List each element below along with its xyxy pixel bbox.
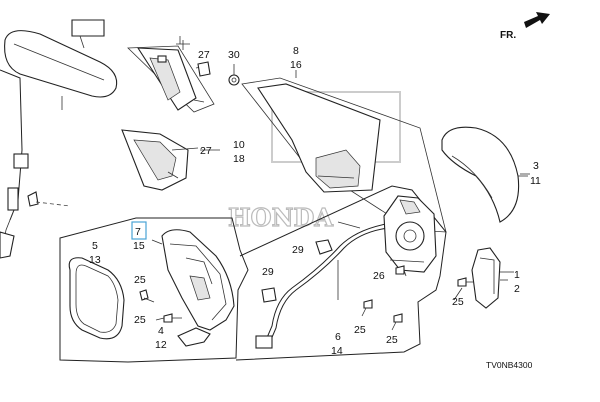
side-turn-light xyxy=(471,247,514,309)
callout-7[interactable]: 7 xyxy=(135,226,141,238)
callout-1[interactable]: 1 xyxy=(514,269,520,281)
callout-3[interactable]: 3 xyxy=(533,160,539,172)
callout-2[interactable]: 2 xyxy=(514,283,520,295)
mirror-skull-cap xyxy=(441,126,528,223)
callout-29-upper[interactable]: 29 xyxy=(292,244,304,256)
inner-garnish xyxy=(241,70,447,233)
callout-29-lower[interactable]: 29 xyxy=(262,266,274,278)
leader-lines xyxy=(143,36,530,331)
mirror-actuator xyxy=(383,195,437,273)
actuator-boundary xyxy=(235,185,447,361)
front-direction-indicator: FR. xyxy=(500,12,550,41)
callout-30[interactable]: 30 xyxy=(228,49,240,61)
callout-18[interactable]: 18 xyxy=(233,153,245,165)
callout-26[interactable]: 26 xyxy=(373,270,385,282)
callout-25-housing-upper[interactable]: 25 xyxy=(134,274,146,286)
callout-14[interactable]: 14 xyxy=(331,345,343,357)
rearview-mirror xyxy=(4,19,118,110)
callout-25-actuator-left[interactable]: 25 xyxy=(354,324,366,336)
wire-harness-left xyxy=(0,69,71,259)
callout-5[interactable]: 5 xyxy=(92,240,98,252)
callout-25-housing-lower[interactable]: 25 xyxy=(134,314,146,326)
callout-4[interactable]: 4 xyxy=(158,325,164,337)
clip-29-upper xyxy=(315,239,333,255)
screw-25-b xyxy=(163,313,182,323)
screw-25-d xyxy=(393,313,403,323)
callout-11[interactable]: 11 xyxy=(530,175,541,187)
selected-part-highlight xyxy=(131,221,147,240)
clip-29-lower xyxy=(261,287,277,303)
callout-25-lamp[interactable]: 25 xyxy=(452,296,464,308)
callout-27-lower[interactable]: 27 xyxy=(200,145,212,157)
mirror-corner-cover-upper xyxy=(127,40,215,113)
callout-8[interactable]: 8 xyxy=(293,45,299,57)
cover-4 xyxy=(177,327,211,347)
mirror-corner-cover-lower xyxy=(121,129,199,191)
watermark-text: HONDA xyxy=(228,203,333,232)
screw-25-e xyxy=(457,277,474,287)
callout-27-upper[interactable]: 27 xyxy=(198,49,210,61)
callout-6[interactable]: 6 xyxy=(335,331,341,343)
callout-labels: 27 30 8 16 10 27 18 3 11 7 15 5 13 29 29… xyxy=(89,45,541,357)
screw-26 xyxy=(395,265,405,275)
direction-label: FR. xyxy=(500,30,516,41)
callout-25-actuator-right[interactable]: 25 xyxy=(386,334,398,346)
screw-25-c xyxy=(363,299,373,309)
arrow-icon xyxy=(524,12,550,28)
mirror-glass xyxy=(68,257,125,340)
callout-10[interactable]: 10 xyxy=(233,139,245,151)
callout-15[interactable]: 15 xyxy=(133,240,145,252)
mirror-assembly-boundary xyxy=(59,217,249,363)
mirror-harness xyxy=(255,223,389,349)
callout-12[interactable]: 12 xyxy=(155,339,167,351)
mirror-housing xyxy=(161,229,235,331)
nut-30 xyxy=(228,64,240,86)
screw-25-a xyxy=(139,289,149,301)
callout-13[interactable]: 13 xyxy=(89,254,101,266)
callout-16[interactable]: 16 xyxy=(290,59,302,71)
drawing-code: TV0NB4300 xyxy=(486,360,533,370)
